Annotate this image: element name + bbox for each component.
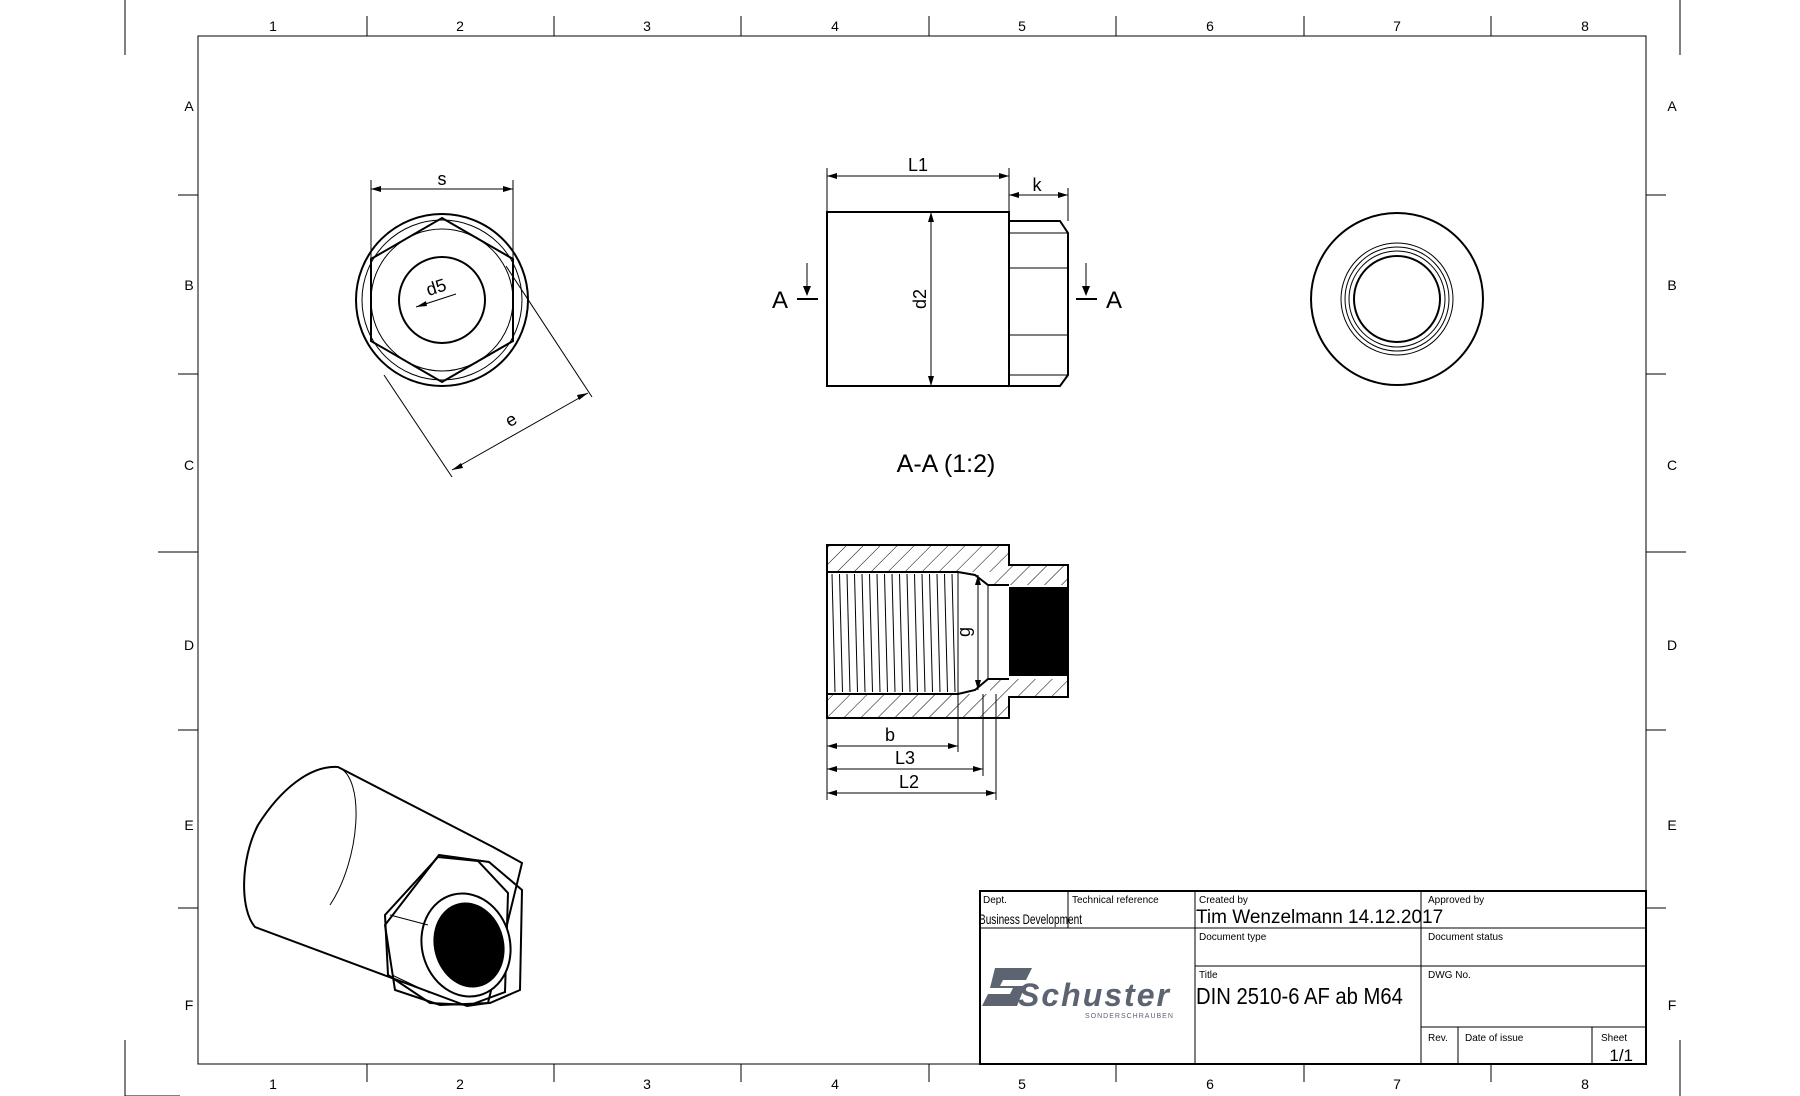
end-view <box>1310 212 1484 386</box>
approved-by-label: Approved by <box>1428 895 1484 906</box>
col-label-6: 6 <box>1206 18 1214 34</box>
col-label-8: 8 <box>1581 18 1589 34</box>
section-view: g b L3 L2 <box>826 544 1069 800</box>
dim-d2-label: d2 <box>910 289 930 309</box>
logo-text: Schuster <box>1018 977 1171 1013</box>
sheet-value: 1/1 <box>1609 1046 1633 1065</box>
col-label-4: 4 <box>831 18 839 34</box>
row-label-a: A <box>184 98 194 114</box>
col-label-2-bottom: 2 <box>456 1076 464 1092</box>
thread-line <box>861 573 866 693</box>
dim-s-label: s <box>438 169 447 189</box>
thread-line <box>936 573 941 693</box>
title-block: Dept. Business Development Technical ref… <box>979 890 1647 1065</box>
thread-line <box>854 573 858 693</box>
thread-line <box>921 573 926 693</box>
front-view: s d5 e <box>355 169 593 478</box>
logo-mark-icon <box>982 968 1032 1006</box>
dwg-no-label: DWG No. <box>1428 970 1471 981</box>
row-label-d: D <box>184 637 194 653</box>
thread-line <box>839 573 843 693</box>
col-label-1-bottom: 1 <box>269 1076 277 1092</box>
title-label: Title <box>1199 970 1218 981</box>
cut-marker-left: A <box>772 287 788 314</box>
tech-ref-label: Technical reference <box>1072 895 1159 906</box>
row-label-a-right: A <box>1667 98 1677 114</box>
sheet-label: Sheet <box>1601 1033 1627 1044</box>
row-label-e: E <box>184 817 193 833</box>
thread-line <box>869 573 873 693</box>
thread-line <box>944 573 948 693</box>
row-label-e-right: E <box>1667 817 1676 833</box>
dept-label: Dept. <box>983 895 1007 906</box>
thread-line <box>831 573 836 693</box>
thread-lines <box>831 573 956 693</box>
col-label-6-bottom: 6 <box>1206 1076 1214 1092</box>
side-view: L1 k d2 A A <box>772 155 1122 387</box>
dim-l1-label: L1 <box>908 155 928 175</box>
row-label-d-right: D <box>1667 637 1677 653</box>
col-label-7: 7 <box>1393 18 1401 34</box>
dept-value: Business Development <box>979 911 1083 927</box>
row-label-f-right: F <box>1668 997 1677 1013</box>
col-label-8-bottom: 8 <box>1581 1076 1589 1092</box>
dim-g-label: g <box>954 627 974 637</box>
thread-line <box>951 573 956 693</box>
thread-line <box>884 573 888 693</box>
company-logo: Schuster SONDERSCHRAUBEN <box>982 968 1174 1020</box>
thread-line <box>876 573 881 693</box>
title-value: DIN 2510-6 AF ab M64 <box>1196 983 1403 1010</box>
dim-b-label: b <box>885 725 895 745</box>
dim-k-label: k <box>1033 175 1043 195</box>
created-by-value: Tim Wenzelmann 14.12.2017 <box>1196 907 1443 928</box>
dim-l3-label: L3 <box>895 748 915 768</box>
row-label-b: B <box>184 277 193 293</box>
row-label-c: C <box>184 457 194 473</box>
col-label-4-bottom: 4 <box>831 1076 839 1092</box>
dim-e-label: e <box>502 409 521 431</box>
dim-d5-label: d5 <box>424 275 449 300</box>
sheet-frame <box>124 0 1686 1096</box>
logo-subtext: SONDERSCHRAUBEN <box>1085 1013 1174 1020</box>
thread-line <box>891 573 896 693</box>
col-label-2: 2 <box>456 18 464 34</box>
grid-labels: 1 2 3 4 5 6 7 8 1 2 3 4 5 6 7 8 A B C D … <box>184 18 1677 1092</box>
col-label-3: 3 <box>643 18 651 34</box>
rev-label: Rev. <box>1428 1033 1448 1044</box>
row-label-f: F <box>185 997 194 1013</box>
col-label-5-bottom: 5 <box>1018 1076 1026 1092</box>
thread-line <box>846 573 851 693</box>
thread-line <box>929 573 933 693</box>
thread-line <box>899 573 903 693</box>
dim-l2-label: L2 <box>899 772 919 792</box>
doc-status-label: Document status <box>1428 932 1503 943</box>
thread-line <box>914 573 918 693</box>
col-label-1: 1 <box>269 18 277 34</box>
date-issue-label: Date of issue <box>1465 1033 1524 1044</box>
section-view-label: A-A (1:2) <box>897 450 996 478</box>
isometric-view <box>243 765 524 1008</box>
thread-line <box>906 573 911 693</box>
row-label-b-right: B <box>1667 277 1676 293</box>
col-label-7-bottom: 7 <box>1393 1076 1401 1092</box>
created-by-label: Created by <box>1199 895 1248 906</box>
col-label-3-bottom: 3 <box>643 1076 651 1092</box>
cut-marker-right: A <box>1106 287 1122 314</box>
doc-type-label: Document type <box>1199 932 1267 943</box>
col-label-5: 5 <box>1018 18 1026 34</box>
row-label-c-right: C <box>1667 457 1677 473</box>
